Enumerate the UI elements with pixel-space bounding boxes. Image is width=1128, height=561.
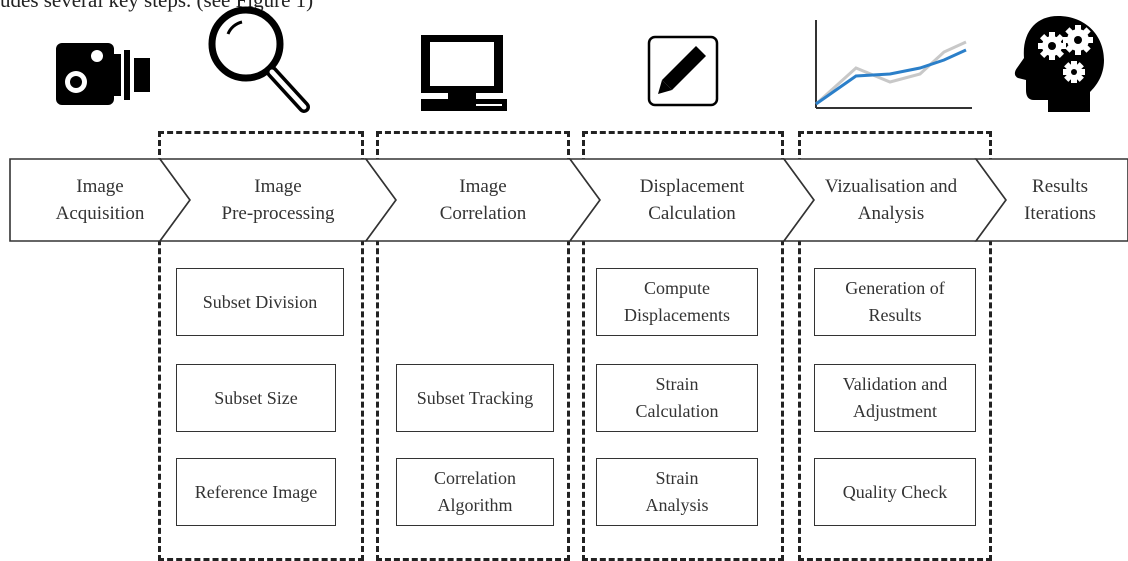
substep-strain-analysis: Strain Analysis [596, 458, 758, 526]
substep-subset-division: Subset Division [176, 268, 344, 336]
substep-subset-tracking: Subset Tracking [396, 364, 554, 432]
substep-generation-of-results: Generation of Results [814, 268, 976, 336]
stage-label-image-acquisition: Image Acquisition [55, 176, 145, 224]
stage-label-visualisation-analysis: Vizualisation and Analysis [824, 176, 958, 224]
substep-correlation-algorithm: Correlation Algorithm [396, 458, 554, 526]
substep-strain-calculation: Strain Calculation [596, 364, 758, 432]
stage-label-image-preprocessing: Image Pre-processing [221, 176, 335, 224]
substep-validation-adjustment: Validation and Adjustment [814, 364, 976, 432]
stage-label-displacement-calculation: Displacement Calculation [639, 176, 745, 224]
stage-label-results-iterations: Results Iterations [1024, 176, 1096, 224]
line-chart-icon [814, 20, 972, 109]
substep-quality-check: Quality Check [814, 458, 976, 526]
magnifier-icon [208, 6, 310, 113]
substep-subset-size: Subset Size [176, 364, 336, 432]
stage-label-image-correlation: Image Correlation [439, 176, 527, 224]
substep-compute-displacements: Compute Displacements [596, 268, 758, 336]
pencil-icon [647, 35, 719, 107]
monitor-icon [421, 35, 507, 111]
substep-reference-image: Reference Image [176, 458, 336, 526]
head-gears-icon [1014, 16, 1104, 112]
chevron-results-iterations [974, 158, 1128, 242]
camera-icon [56, 43, 150, 105]
